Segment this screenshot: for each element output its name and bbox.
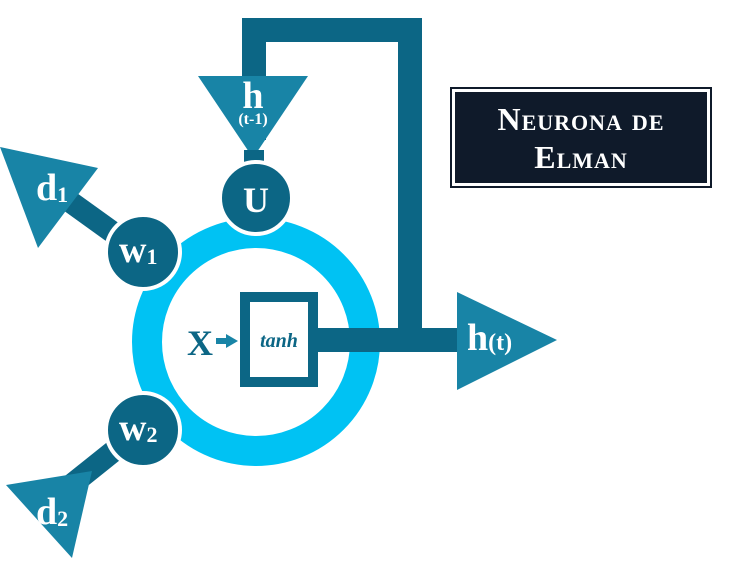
title-line-1: Neurona de [497, 100, 665, 137]
u-label: U [243, 180, 269, 220]
x-arrow-head [226, 334, 238, 348]
input-arrow-1 [0, 147, 98, 248]
input-label-2: d2 [36, 491, 68, 533]
recurrent-input-arrow [198, 76, 308, 158]
recurrent-input-label: h [242, 75, 263, 117]
input-arrow-2 [6, 471, 92, 558]
title-line-2: Elman [534, 138, 628, 175]
weight-label-2: w2 [119, 407, 157, 449]
title-box: Neurona de Elman [450, 87, 712, 188]
weight-label-1: w1 [119, 229, 157, 271]
output-label: h(t) [467, 317, 512, 359]
sum-input-label: X [187, 323, 213, 363]
output-arrow [457, 292, 557, 390]
tanh-box-inner [250, 302, 308, 377]
w1-node [104, 213, 182, 291]
input-label-1: d1 [36, 167, 68, 209]
u-node [218, 160, 294, 236]
recurrent-input-sub: (t-1) [238, 111, 267, 128]
w2-node [104, 391, 182, 469]
activation-label: tanh [260, 330, 298, 352]
